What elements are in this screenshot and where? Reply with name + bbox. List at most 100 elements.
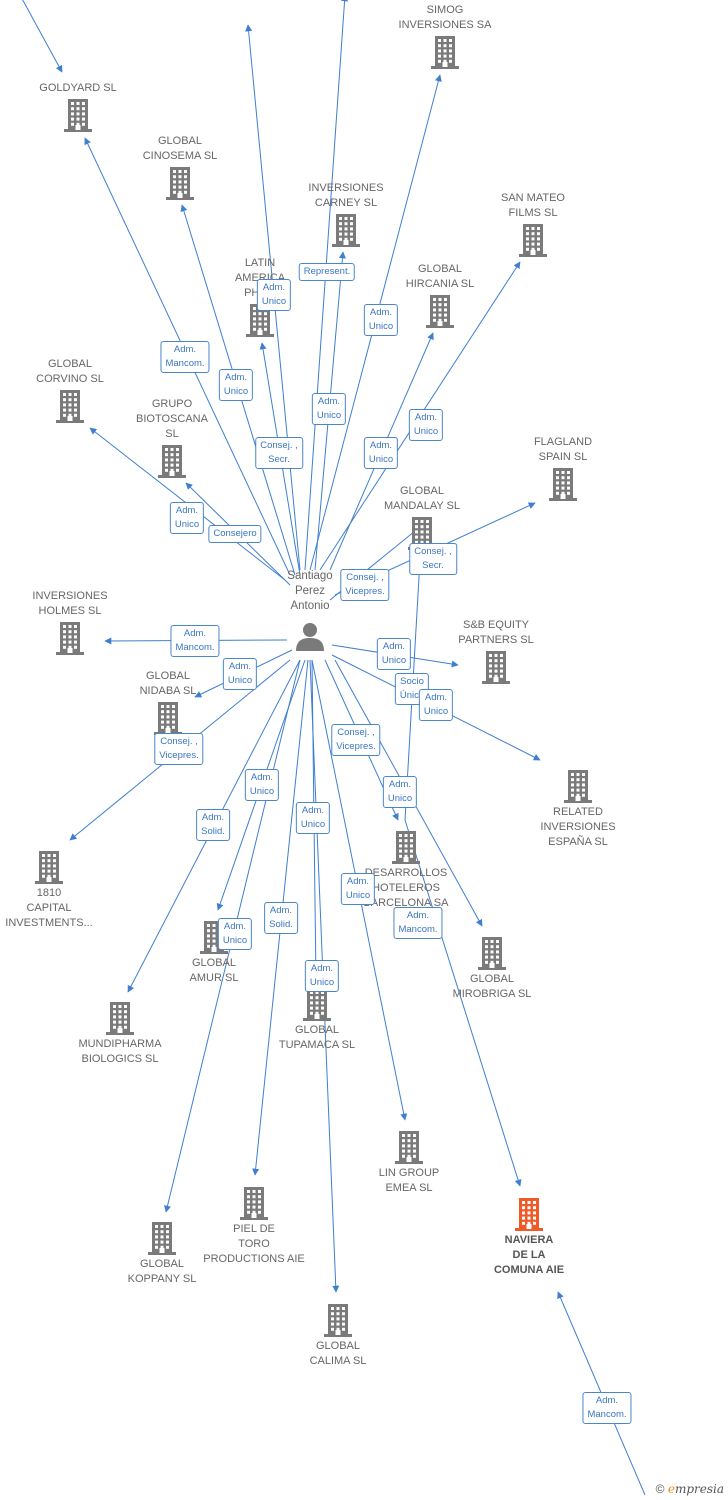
relation-label[interactable]: Adm. Mancom. xyxy=(582,1392,632,1424)
building-icon xyxy=(64,99,92,132)
relation-label[interactable]: Adm. Mancom. xyxy=(393,907,443,939)
company-name: S&B EQUITY PARTNERS SL xyxy=(458,619,534,646)
building-icon xyxy=(158,445,186,478)
relation-label[interactable]: Adm. Unico xyxy=(363,304,399,336)
empresia-watermark: © empresia xyxy=(656,1482,724,1496)
company-node-grupo-biotoscana[interactable]: GRUPO BIOTOSCANA SL xyxy=(112,398,232,478)
company-node-desarrollos[interactable]: DESARROLLOS HOTELEROS BARCELONA SA xyxy=(346,830,466,911)
company-node-global-calima[interactable]: GLOBAL CALIMA SL xyxy=(278,1303,398,1369)
company-node-inversiones-carney[interactable]: INVERSIONES CARNEY SL xyxy=(286,182,406,247)
company-node-lin-group[interactable]: LIN GROUP EMEA SL xyxy=(349,1130,469,1196)
relation-label[interactable]: Represent. xyxy=(298,263,356,281)
relation-label[interactable]: Adm. Unico xyxy=(222,658,258,690)
building-icon xyxy=(303,988,331,1021)
company-name: GLOBAL MANDALAY SL xyxy=(383,485,460,512)
relation-label[interactable]: Adm. Unico xyxy=(340,873,376,905)
company-node-naviera[interactable]: NAVIERA DE LA COMUNA AIE xyxy=(469,1197,589,1278)
company-node-global-amur[interactable]: GLOBAL AMUR SL xyxy=(154,920,274,986)
relation-label[interactable]: Adm. Unico xyxy=(363,437,399,469)
company-node-sb-equity[interactable]: S&B EQUITY PARTNERS SL xyxy=(436,619,556,684)
relation-label[interactable]: Consej. , Secr. xyxy=(409,543,457,575)
relation-label[interactable]: Adm. Unico xyxy=(217,918,253,950)
company-name: INVERSIONES CARNEY SL xyxy=(308,182,384,209)
building-icon xyxy=(392,831,420,864)
building-icon xyxy=(395,1131,423,1164)
building-icon xyxy=(332,214,360,247)
brand-name: mpresia xyxy=(674,1482,724,1496)
company-name: GLOBAL AMUR SL xyxy=(189,957,239,984)
relation-label[interactable]: Adm. Unico xyxy=(218,369,254,401)
company-node-global-koppany[interactable]: GLOBAL KOPPANY SL xyxy=(102,1221,222,1287)
relation-label[interactable]: Consej. , Secr. xyxy=(255,437,303,469)
building-icon xyxy=(431,36,459,69)
company-node-global-hircania[interactable]: GLOBAL HIRCANIA SL xyxy=(380,263,500,328)
building-icon xyxy=(324,1304,352,1337)
company-name: 1810 CAPITAL INVESTMENTS... xyxy=(5,887,93,929)
company-node-global-nidaba[interactable]: GLOBAL NIDABA SL xyxy=(108,670,228,735)
company-name: GLOBAL CALIMA SL xyxy=(309,1340,367,1367)
relation-label[interactable]: Adm. Unico xyxy=(244,769,280,801)
company-name: NAVIERA DE LA COMUNA AIE xyxy=(493,1234,565,1276)
company-node-flagland[interactable]: FLAGLAND SPAIN SL xyxy=(503,436,623,501)
building-icon xyxy=(426,295,454,328)
relation-label[interactable]: Consejero xyxy=(208,525,262,543)
relation-label[interactable]: Adm. Unico xyxy=(408,409,444,441)
relation-label[interactable]: Adm. Mancom. xyxy=(160,341,210,373)
relation-label[interactable]: Adm. Unico xyxy=(169,502,205,534)
company-node-related-inversiones[interactable]: RELATED INVERSIONES ESPAÑA SL xyxy=(518,769,638,850)
company-node-goldyard[interactable]: GOLDYARD SL xyxy=(18,82,138,132)
company-name: GLOBAL MIROBRIGA SL xyxy=(452,973,532,1000)
relation-label[interactable]: Adm. Unico xyxy=(418,689,454,721)
building-icon xyxy=(56,390,84,423)
building-icon xyxy=(482,651,510,684)
relation-label[interactable]: Consej. , Vicepres. xyxy=(331,724,381,756)
company-name: INVERSIONES HOLMES SL xyxy=(32,590,108,617)
company-node-capital-1810[interactable]: 1810 CAPITAL INVESTMENTS... xyxy=(0,850,109,931)
building-icon xyxy=(240,1187,268,1220)
building-icon xyxy=(478,937,506,970)
person-name: Santiago Perez Antonio xyxy=(287,570,333,612)
copyright-symbol: © xyxy=(655,1482,665,1496)
company-node-inversiones-holmes[interactable]: INVERSIONES HOLMES SL xyxy=(10,590,130,655)
company-name: GLOBAL CINOSEMA SL xyxy=(142,135,218,162)
company-node-global-tupamaca[interactable]: GLOBAL TUPAMACA SL xyxy=(257,987,377,1053)
company-node-piel-de-toro[interactable]: PIEL DE TORO PRODUCTIONS AIE xyxy=(194,1186,314,1267)
company-node-global-mirobriga[interactable]: GLOBAL MIROBRIGA SL xyxy=(432,936,552,1002)
company-name: LIN GROUP EMEA SL xyxy=(378,1167,440,1194)
company-node-global-mandalay[interactable]: GLOBAL MANDALAY SL xyxy=(362,485,482,550)
relation-label[interactable]: Adm. Unico xyxy=(304,960,340,992)
edge-line xyxy=(22,0,63,73)
company-name: GLOBAL NIDABA SL xyxy=(139,670,197,697)
company-node-san-mateo[interactable]: SAN MATEO FILMS SL xyxy=(473,192,593,257)
company-node-global-cinosema[interactable]: GLOBAL CINOSEMA SL xyxy=(120,135,240,200)
building-icon xyxy=(56,622,84,655)
building-icon xyxy=(519,224,547,257)
company-name: PIEL DE TORO PRODUCTIONS AIE xyxy=(203,1223,305,1265)
relation-label[interactable]: Consej. , Vicepres. xyxy=(340,569,390,601)
relation-label[interactable]: Adm. Unico xyxy=(311,393,347,425)
company-node-mundipharma[interactable]: MUNDIPHARMA BIOLOGICS SL xyxy=(60,1001,180,1067)
building-icon xyxy=(549,468,577,501)
relation-label[interactable]: Adm. Unico xyxy=(376,638,412,670)
relation-label[interactable]: Consej. , Vicepres. xyxy=(154,733,204,765)
company-name: GLOBAL HIRCANIA SL xyxy=(405,263,475,290)
company-name: GRUPO BIOTOSCANA SL xyxy=(136,398,208,440)
relation-label[interactable]: Adm. Unico xyxy=(256,279,292,311)
company-name: GLOBAL KOPPANY SL xyxy=(127,1258,197,1285)
person-node[interactable]: Santiago Perez Antonio xyxy=(270,569,350,652)
relation-label[interactable]: Adm. Solid. xyxy=(196,809,230,841)
company-node-global-corvino[interactable]: GLOBAL CORVINO SL xyxy=(10,358,130,423)
relation-label[interactable]: Adm. Unico xyxy=(382,776,418,808)
relation-label[interactable]: Adm. Mancom. xyxy=(170,625,220,657)
company-node-simog[interactable]: SIMOG INVERSIONES SA xyxy=(385,4,505,69)
building-icon xyxy=(246,304,274,337)
building-icon xyxy=(166,167,194,200)
building-icon xyxy=(106,1002,134,1035)
relation-label[interactable]: Adm. Unico xyxy=(295,802,331,834)
building-icon xyxy=(148,1222,176,1255)
company-name: SAN MATEO FILMS SL xyxy=(501,192,565,219)
company-name: GLOBAL TUPAMACA SL xyxy=(278,1024,356,1051)
relation-label[interactable]: Adm. Solid. xyxy=(264,902,298,934)
company-name: GLOBAL CORVINO SL xyxy=(36,358,104,385)
